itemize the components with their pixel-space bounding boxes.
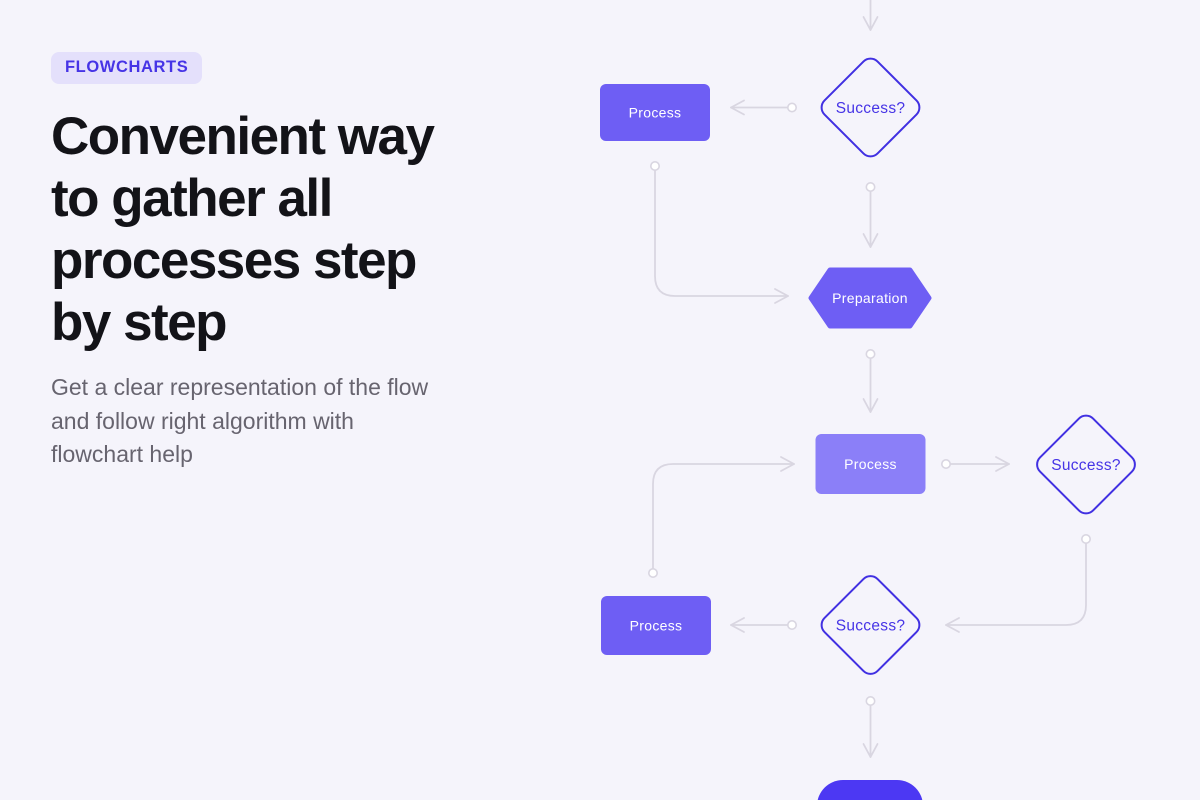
connector-decision-right-to-decision-bottom xyxy=(945,534,1091,633)
process-box xyxy=(600,84,710,141)
node-decision-bottom: Success? xyxy=(820,575,921,675)
page-title-line: processes step xyxy=(51,231,417,290)
terminator-shape xyxy=(817,780,923,800)
node-label: Process xyxy=(629,105,682,121)
node-process-bottom: Process xyxy=(601,596,711,655)
decision-diamond xyxy=(1036,414,1136,515)
node-preparation: Preparation xyxy=(808,267,932,329)
connector-process-top-to-preparation xyxy=(650,161,789,304)
hero-subtitle-line: Get a clear representation of the flow xyxy=(51,374,429,400)
page-title-line: to gather all xyxy=(51,169,333,228)
process-box xyxy=(601,596,711,655)
decision-diamond xyxy=(820,57,921,158)
decision-diamond xyxy=(820,575,921,675)
node-process-top: Process xyxy=(600,84,710,141)
node-label: Success? xyxy=(836,618,906,635)
hero-subtitle: Get a clear representation of the flow a… xyxy=(51,371,531,472)
preparation-hexagon xyxy=(808,267,932,329)
node-label: Success? xyxy=(1051,457,1121,474)
node-decision-right: Success? xyxy=(1036,414,1136,515)
page-title-line: by step xyxy=(51,293,228,352)
hero-subtitle-line: flowchart help xyxy=(51,441,193,467)
node-label: Process xyxy=(844,456,897,472)
node-process-middle: Process xyxy=(815,434,926,494)
node-label: Success? xyxy=(836,100,906,117)
node-label: Preparation xyxy=(832,290,908,306)
hero-section: FLOWCHARTS Convenient way to gather all … xyxy=(51,52,531,472)
flowcharts-badge: FLOWCHARTS xyxy=(51,52,203,84)
node-decision-top: Success? xyxy=(820,57,921,158)
node-terminator xyxy=(817,780,923,800)
connector-process-bottom-to-process-middle xyxy=(648,456,795,578)
process-box xyxy=(815,434,926,494)
node-label: Process xyxy=(630,618,683,634)
page-title-line: Convenient way xyxy=(51,107,435,166)
hero-subtitle-line: and follow right algorithm with xyxy=(51,407,354,434)
page-title: Convenient way to gather all processes s… xyxy=(51,106,531,354)
